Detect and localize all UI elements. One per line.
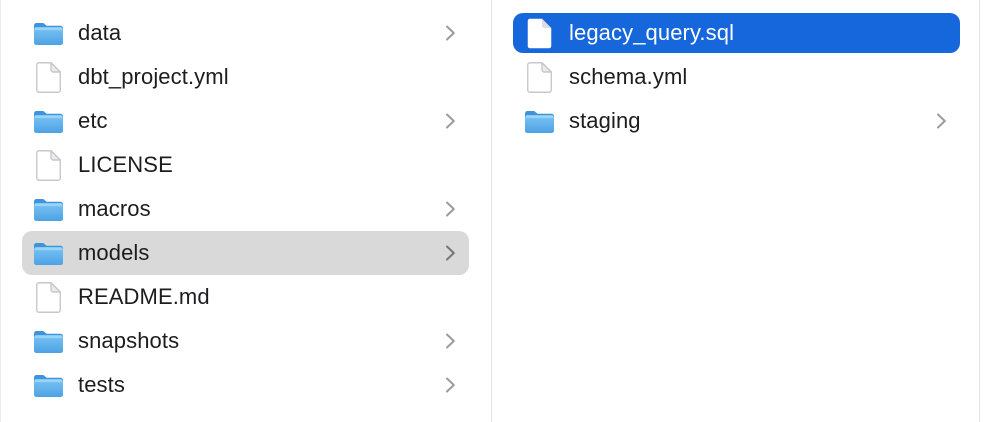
item-label: staging <box>569 108 641 133</box>
item-label: README.md <box>78 284 210 309</box>
item-icon-slot <box>525 105 554 137</box>
chevron-right-icon <box>445 112 456 130</box>
finder-column-parent: data dbt_project.yml <box>1 0 492 422</box>
chevron-right-icon <box>445 332 456 350</box>
folder-icon <box>34 331 63 353</box>
folder-row-tests[interactable]: tests <box>22 363 469 407</box>
file-row-LICENSE[interactable]: LICENSE <box>22 143 469 187</box>
folder-icon <box>34 23 63 45</box>
finder-column-next-sliver <box>981 0 984 422</box>
item-label: macros <box>78 196 151 221</box>
item-icon-slot <box>34 193 63 225</box>
item-label: snapshots <box>78 328 180 353</box>
item-label: dbt_project.yml <box>78 64 229 89</box>
item-label: data <box>78 20 122 45</box>
item-icon-slot <box>525 17 554 49</box>
chevron-right-icon <box>445 200 456 218</box>
chevron-right-icon <box>445 24 456 42</box>
item-icon-slot <box>34 369 63 401</box>
item-label: schema.yml <box>569 64 688 89</box>
file-icon <box>36 281 61 313</box>
item-label: legacy_query.sql <box>569 20 735 45</box>
folder-icon <box>34 199 63 221</box>
file-row-legacy_query.sql[interactable]: legacy_query.sql <box>513 13 960 53</box>
folder-icon <box>34 243 63 265</box>
chevron-right-icon <box>445 376 456 394</box>
item-label: etc <box>78 108 108 133</box>
folder-icon <box>525 111 554 133</box>
file-icon <box>36 149 61 181</box>
item-icon-slot <box>34 281 63 313</box>
item-label: tests <box>78 372 125 397</box>
folder-row-models[interactable]: models <box>22 231 469 275</box>
file-icon <box>527 18 552 48</box>
item-icon-slot <box>525 61 554 93</box>
item-label: models <box>78 240 150 265</box>
file-row-dbt_project.yml[interactable]: dbt_project.yml <box>22 55 469 99</box>
folder-icon <box>34 375 63 397</box>
item-icon-slot <box>34 325 63 357</box>
chevron-right-icon <box>936 112 947 130</box>
file-row-README.md[interactable]: README.md <box>22 275 469 319</box>
item-icon-slot <box>34 61 63 93</box>
item-icon-slot <box>34 237 63 269</box>
file-row-schema.yml[interactable]: schema.yml <box>513 55 960 99</box>
folder-row-snapshots[interactable]: snapshots <box>22 319 469 363</box>
item-icon-slot <box>34 105 63 137</box>
folder-row-staging[interactable]: staging <box>513 99 960 143</box>
folder-row-etc[interactable]: etc <box>22 99 469 143</box>
item-label: LICENSE <box>78 152 173 177</box>
item-icon-slot <box>34 17 63 49</box>
folder-icon <box>34 111 63 133</box>
file-icon <box>527 61 552 93</box>
chevron-right-icon <box>445 244 456 262</box>
finder-column-models: legacy_query.sql schema.yml <box>493 0 980 422</box>
folder-row-data[interactable]: data <box>22 11 469 55</box>
file-icon <box>36 61 61 93</box>
folder-row-macros[interactable]: macros <box>22 187 469 231</box>
item-icon-slot <box>34 149 63 181</box>
